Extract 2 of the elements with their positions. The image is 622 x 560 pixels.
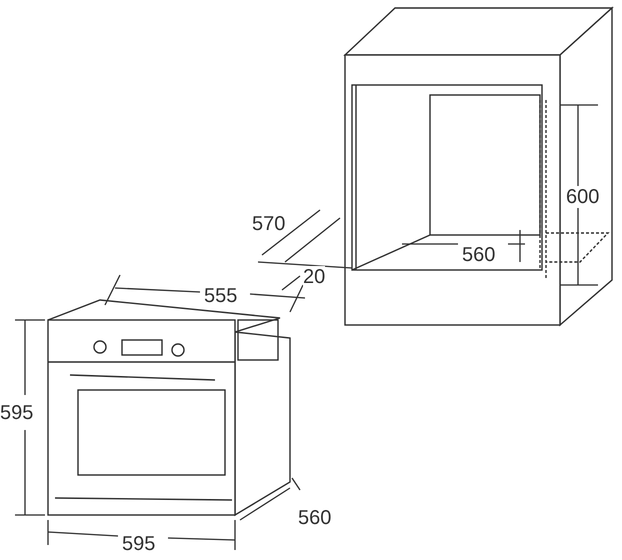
dimension-label: 20	[303, 266, 326, 288]
dimension-label: 600	[566, 186, 600, 208]
